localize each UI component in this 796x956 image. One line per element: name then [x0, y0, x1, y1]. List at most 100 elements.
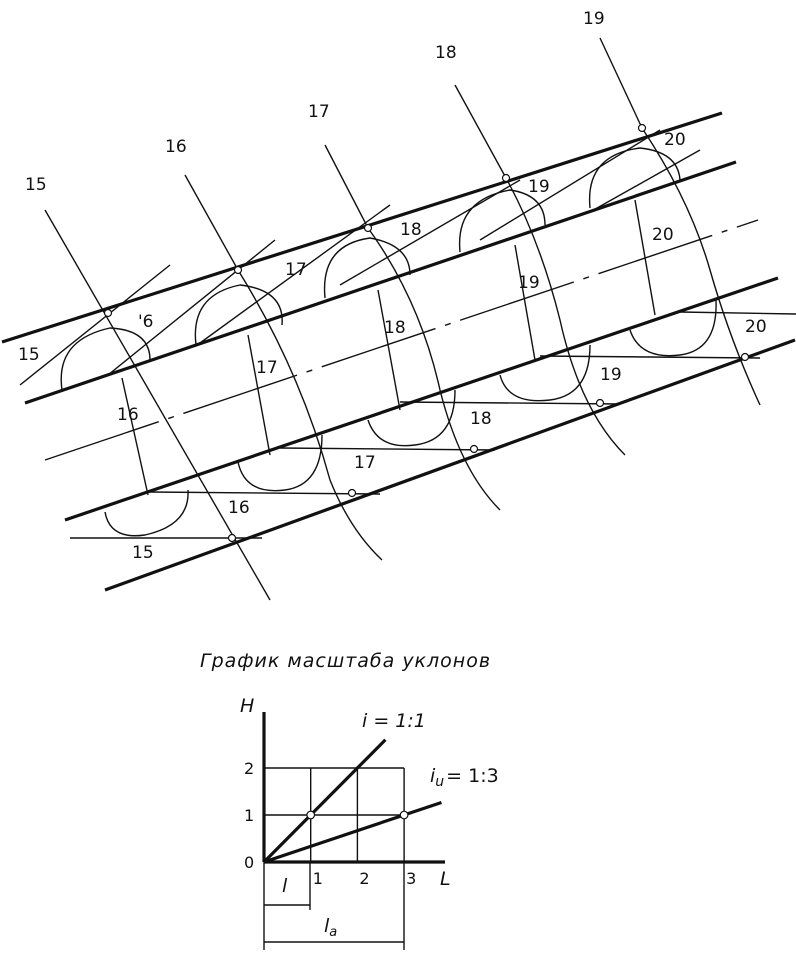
- contour-line: [679, 311, 796, 315]
- y-tick-label: 0: [244, 853, 254, 872]
- cross-line: [247, 334, 271, 456]
- point: [233, 265, 243, 275]
- x-tick-label: 2: [359, 869, 369, 888]
- elevation-label: 20: [664, 130, 686, 150]
- lower-slope-bottom-edge: [104, 338, 796, 592]
- contour-line: [279, 447, 496, 451]
- y-tick-label: 2: [244, 759, 254, 778]
- slope-line: [19, 264, 171, 386]
- elevation-label: 16: [117, 405, 139, 425]
- contour-line: [539, 355, 761, 359]
- contour-arc: [60, 327, 151, 391]
- contour-line: [149, 491, 381, 495]
- elevation-label: 20: [745, 317, 767, 337]
- chart-title: График масштаба уклонов: [200, 650, 491, 672]
- elevation-label: 19: [583, 9, 605, 29]
- series-2-point: [399, 810, 409, 820]
- cross-line: [634, 199, 656, 316]
- contour-arc: [588, 147, 681, 209]
- lower-road-edge: [64, 276, 779, 522]
- intersection-points: [103, 123, 750, 543]
- y-tick-label: 1: [244, 806, 254, 825]
- elevation-label: 17: [308, 102, 330, 122]
- chart-series: [262, 738, 442, 864]
- elevation-label: 19: [528, 177, 550, 197]
- elevation-label: 20: [652, 225, 674, 245]
- road-edges: [1, 111, 796, 592]
- lower-slope-labels: 15 16 17 18 19 20: [132, 317, 767, 563]
- dimension-la: la: [264, 862, 405, 950]
- point: [501, 173, 511, 183]
- contour-line-17: [324, 144, 501, 511]
- series-line-1-1: [262, 738, 387, 864]
- line1-label: i = 1:1: [362, 710, 426, 732]
- elevation-label: 15: [25, 175, 47, 195]
- line2-label: iu= 1:3: [430, 765, 499, 790]
- dimension-l-label: l: [282, 875, 288, 897]
- upper-slope-lines: [19, 129, 701, 386]
- cross-line: [121, 377, 149, 496]
- x-tick-label: 1: [313, 869, 323, 888]
- y-tick-labels: 0 1 2: [244, 759, 254, 872]
- elevation-label: 18: [470, 409, 492, 429]
- series-1-point: [306, 810, 316, 820]
- upper-contour-arcs: [60, 147, 681, 391]
- contour-line-19: [599, 37, 761, 406]
- contour-arc: [499, 344, 591, 402]
- elevation-label: 17: [285, 260, 307, 280]
- x-axis-label: L: [440, 868, 451, 890]
- contour-arc: [367, 389, 456, 447]
- x-tick-labels: 1 2 3: [313, 869, 417, 888]
- elevation-label: 16: [165, 137, 187, 157]
- lower-slope-horizontals: [70, 311, 796, 539]
- elevation-label: 15: [132, 543, 154, 563]
- slope-line: [479, 129, 661, 241]
- slope-line: [339, 179, 521, 286]
- dimension-la-label: la: [324, 915, 337, 940]
- dimension-l: l: [263, 862, 311, 950]
- elevation-label: '6: [138, 312, 154, 332]
- elevation-label: 16: [228, 498, 250, 518]
- elevation-label: 19: [518, 273, 540, 293]
- elevation-label: 19: [600, 365, 622, 385]
- upper-slope-labels: 15 '6 17 18 19 20: [18, 130, 686, 365]
- elevation-label: 15: [18, 345, 40, 365]
- slope-scale-chart: H L 0 1 2 1 2 3 i = 1:1 iu= 1:3 l la: [240, 695, 499, 950]
- elevation-label: 17: [354, 453, 376, 473]
- point: [740, 352, 750, 362]
- point: [469, 444, 479, 454]
- elevation-label: 18: [400, 220, 422, 240]
- contour-arc: [237, 434, 323, 492]
- road-center-line: [44, 219, 759, 461]
- upper-slope-top-edge: [1, 111, 723, 344]
- point: [363, 223, 373, 233]
- contour-line: [399, 401, 621, 405]
- contour-line-16: [184, 174, 383, 561]
- road-cross-lines: [121, 199, 656, 496]
- cross-line: [514, 244, 536, 361]
- chart-grid: [264, 767, 405, 862]
- elevation-label: 18: [435, 43, 457, 63]
- contour-arc: [104, 489, 189, 537]
- series-line-1-3: [263, 800, 442, 864]
- contour-arc: [458, 189, 546, 253]
- slope-line: [199, 204, 391, 344]
- slope-line: [589, 149, 701, 213]
- upper-road-edge: [24, 160, 737, 405]
- point: [103, 308, 113, 318]
- lower-contour-arcs: [104, 299, 717, 537]
- contour-arc: [629, 299, 717, 357]
- elevation-label: 17: [256, 358, 278, 378]
- contour-arc: [323, 237, 411, 299]
- elevation-label: 18: [384, 318, 406, 338]
- road-labels: 16 17 18 19 20: [117, 225, 674, 425]
- point: [637, 123, 647, 133]
- contour-line-18: [454, 84, 626, 456]
- contour-arc: [194, 284, 283, 346]
- point: [595, 398, 605, 408]
- point: [227, 533, 237, 543]
- x-tick-label: 3: [406, 869, 416, 888]
- slope-line: [107, 239, 276, 376]
- y-axis-label: H: [240, 695, 254, 717]
